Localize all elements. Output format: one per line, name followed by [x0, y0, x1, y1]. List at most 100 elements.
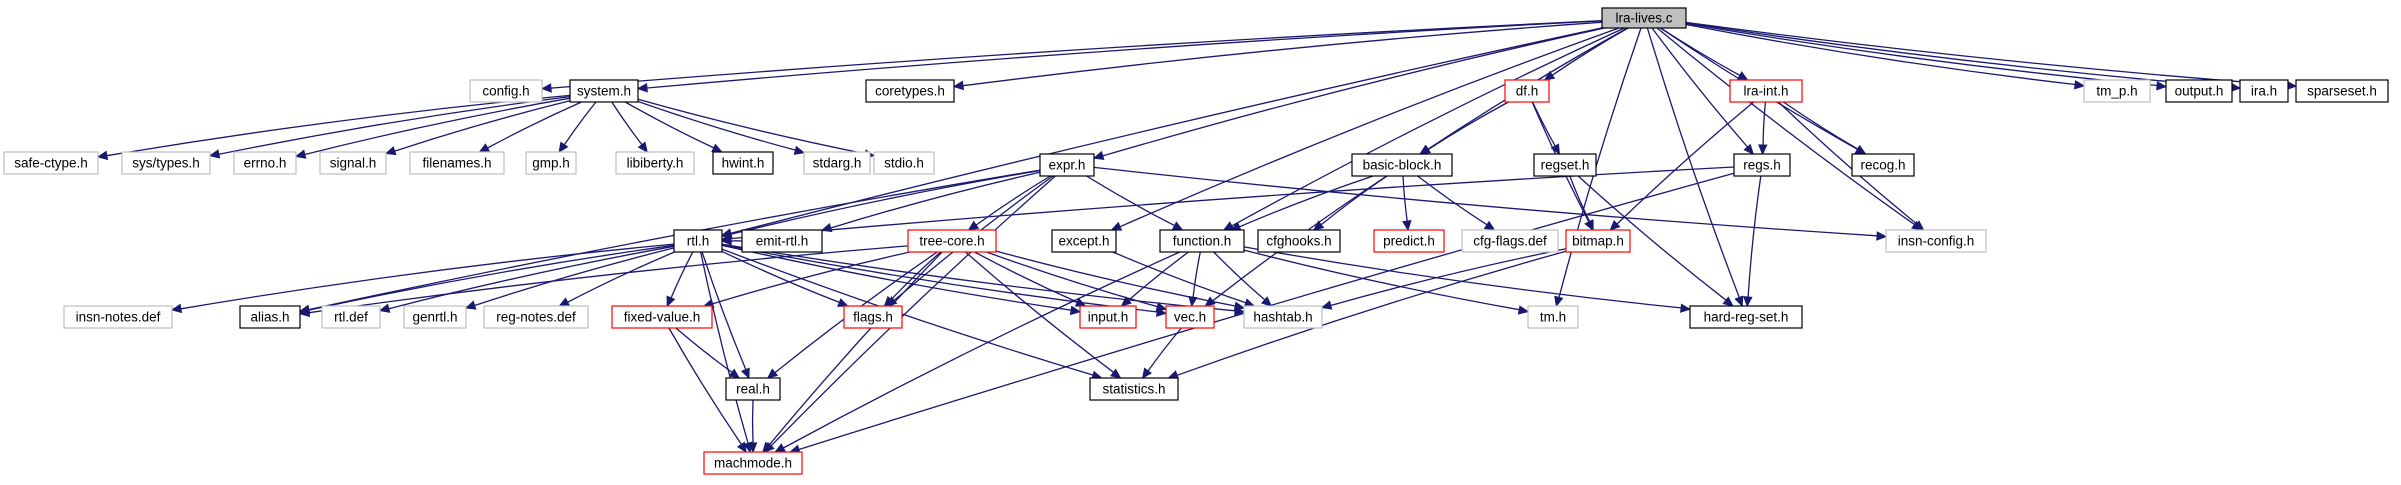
arrowhead-rtl-to-flags: [837, 298, 849, 307]
edge-lra-lives-to-tm: [1558, 27, 1642, 298]
arrowhead-system-to-libiberty: [637, 141, 648, 153]
node-box-hashtab: [1243, 305, 1323, 329]
node-label-cfg-flags: cfg-flags.def: [1473, 234, 1547, 249]
node-ira[interactable]: ira.h: [2239, 79, 2289, 103]
node-label-emit-rtl: emit-rtl.h: [756, 234, 809, 249]
arrowhead-system-to-gmp: [558, 141, 569, 154]
edge-function-to-machmode: [782, 251, 1181, 449]
node-vec[interactable]: vec.h: [1165, 305, 1215, 329]
node-label-fixed-value: fixed-value.h: [624, 310, 701, 325]
arrowhead-lra-lives-to-system: [636, 82, 648, 93]
node-label-sys-types: sys/types.h: [132, 156, 200, 171]
edge-rtl-to-rtl-def: [388, 245, 675, 310]
node-label-safe-ctype: safe-ctype.h: [14, 156, 88, 171]
node-box-coretypes: [865, 79, 955, 103]
node-label-tree-core: tree-core.h: [919, 234, 984, 249]
node-config: config.h: [469, 79, 543, 103]
node-fixed-value[interactable]: fixed-value.h: [611, 305, 713, 329]
node-label-tm: tm.h: [1540, 310, 1566, 325]
node-label-system: system.h: [577, 84, 631, 99]
node-box-bitmap: [1565, 229, 1631, 253]
node-box-genrtl: [403, 305, 467, 329]
node-label-sparseset: sparseset.h: [2307, 84, 2377, 99]
arrowhead-df-to-basic-block: [1419, 144, 1432, 155]
node-emit-rtl[interactable]: emit-rtl.h: [741, 229, 823, 253]
edge-function-to-vec: [1192, 251, 1201, 298]
node-sparseset[interactable]: sparseset.h: [2295, 79, 2389, 103]
node-bitmap[interactable]: bitmap.h: [1565, 229, 1631, 253]
node-hard-reg-set[interactable]: hard-reg-set.h: [1689, 305, 1803, 329]
node-cfg-flags: cfg-flags.def: [1461, 229, 1559, 253]
node-box-insn-config: [1885, 229, 1987, 253]
edge-tree-core-to-fixed-value: [712, 251, 911, 305]
node-statistics[interactable]: statistics.h: [1089, 377, 1179, 401]
node-box-fixed-value: [611, 305, 713, 329]
arrowhead-fixed-value-to-machmode: [736, 441, 747, 454]
edge-lra-int-to-insn-config: [1778, 101, 1918, 225]
node-regset[interactable]: regset.h: [1533, 153, 1597, 177]
node-lra-int[interactable]: lra-int.h: [1729, 79, 1803, 103]
arrowhead-function-to-input: [1120, 296, 1132, 307]
edge-rtl-to-fixed-value: [670, 251, 694, 299]
node-label-function: function.h: [1173, 234, 1232, 249]
edge-lra-lives-to-hard-reg-set: [1646, 27, 1740, 298]
node-label-reg-notes: reg-notes.def: [496, 310, 576, 325]
edge-lra-lives-to-expr: [1102, 27, 1605, 157]
arrowhead-rtl-to-input: [1069, 305, 1082, 316]
node-box-insn-notes: [63, 305, 173, 329]
node-box-tm_p: [2083, 79, 2151, 103]
edge-tree-core-to-statistics: [965, 251, 1114, 373]
edge-lra-lives-to-tm_p: [1685, 23, 2076, 86]
node-coretypes[interactable]: coretypes.h: [865, 79, 955, 103]
edge-rtl-to-statistics: [721, 248, 1094, 376]
node-expr[interactable]: expr.h: [1039, 153, 1095, 177]
node-box-cfghooks: [1257, 229, 1341, 253]
node-box-statistics: [1089, 377, 1179, 401]
edge-system-to-signal: [394, 100, 571, 152]
node-input[interactable]: input.h: [1079, 305, 1137, 329]
node-cfghooks[interactable]: cfghooks.h: [1257, 229, 1341, 253]
arrowhead-system-to-stdarg: [793, 145, 806, 155]
node-recog[interactable]: recog.h: [1851, 153, 1915, 177]
node-label-genrtl: genrtl.h: [412, 310, 457, 325]
node-function[interactable]: function.h: [1159, 229, 1245, 253]
node-box-lra-int: [1729, 79, 1803, 103]
node-safe-ctype: safe-ctype.h: [3, 151, 99, 175]
node-insn-config: insn-config.h: [1885, 229, 1987, 253]
node-basic-block[interactable]: basic-block.h: [1351, 153, 1453, 177]
node-tree-core[interactable]: tree-core.h: [907, 229, 997, 253]
edge-lra-int-to-regs: [1762, 101, 1767, 146]
node-box-stdio: [873, 151, 935, 175]
edge-system-to-libiberty: [611, 101, 643, 146]
node-libiberty: libiberty.h: [615, 151, 695, 175]
node-alias[interactable]: alias.h: [239, 305, 301, 329]
node-box-stdarg: [803, 151, 871, 175]
node-flags[interactable]: flags.h: [843, 305, 903, 329]
node-regs[interactable]: regs.h: [1733, 153, 1791, 177]
node-label-filenames: filenames.h: [422, 156, 491, 171]
node-label-signal: signal.h: [330, 156, 377, 171]
node-label-rtl: rtl.h: [687, 234, 710, 249]
node-except[interactable]: except.h: [1051, 229, 1117, 253]
node-label-hwint: hwint.h: [722, 156, 765, 171]
node-predict[interactable]: predict.h: [1373, 229, 1445, 253]
node-df[interactable]: df.h: [1504, 79, 1550, 103]
edge-rtl-to-alias: [308, 244, 675, 311]
node-box-df: [1504, 79, 1550, 103]
node-output[interactable]: output.h: [2165, 79, 2233, 103]
node-label-stdio: stdio.h: [884, 156, 924, 171]
arrowhead-tree-core-to-statistics: [1110, 368, 1122, 379]
node-label-cfghooks: cfghooks.h: [1266, 234, 1331, 249]
arrowhead-lra-int-to-bitmap: [1609, 219, 1621, 231]
node-hwint[interactable]: hwint.h: [712, 151, 774, 175]
node-rtl[interactable]: rtl.h: [673, 229, 723, 253]
node-box-reg-notes: [483, 305, 589, 329]
node-label-bitmap: bitmap.h: [1572, 234, 1624, 249]
node-system[interactable]: system.h: [569, 79, 639, 103]
edge-system-to-filenames: [487, 101, 582, 149]
edge-tree-core-to-alias: [308, 245, 909, 314]
node-real[interactable]: real.h: [725, 377, 781, 401]
node-box-safe-ctype: [3, 151, 99, 175]
node-machmode[interactable]: machmode.h: [703, 451, 803, 475]
